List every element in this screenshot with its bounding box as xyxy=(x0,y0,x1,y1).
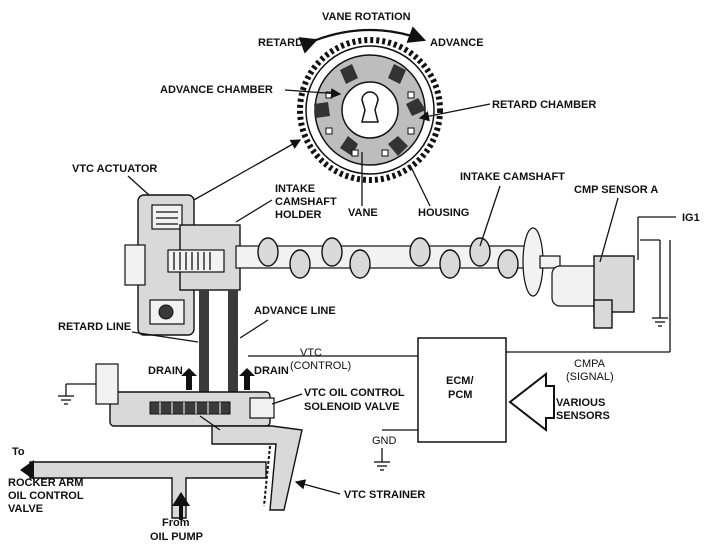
solenoid-label-1: VTC OIL CONTROL xyxy=(304,387,405,399)
ground-symbol-ecm xyxy=(374,461,390,471)
vtc-sprocket xyxy=(297,37,443,183)
vtc-control-sub-label: (CONTROL) xyxy=(290,360,351,372)
rocker-label-1: To xyxy=(12,446,25,458)
gnd-label: GND xyxy=(372,435,397,447)
ecm-label: ECM/ xyxy=(446,375,474,387)
cmpa-signal-label: (SIGNAL) xyxy=(566,371,614,383)
retard-chamber-label: RETARD CHAMBER xyxy=(492,99,596,111)
various-sensors-label-1: VARIOUS xyxy=(556,397,605,409)
various-sensors-label-2: SENSORS xyxy=(556,410,610,422)
ig1-label: IG1 xyxy=(682,212,700,224)
oil-pump-arrow xyxy=(172,492,190,520)
ecm-pcm-box xyxy=(417,337,507,443)
vtc-oil-control-solenoid-valve xyxy=(95,363,275,427)
rocker-label-3: OIL CONTROL xyxy=(8,490,84,502)
pcm-label: PCM xyxy=(448,389,472,401)
oil-pump-label-2: OIL PUMP xyxy=(150,531,203,543)
vtc-strainer-label: VTC STRAINER xyxy=(344,489,425,501)
intake-camshaft-label: INTAKE CAMSHAFT xyxy=(460,171,565,183)
advance-label: ADVANCE xyxy=(430,37,484,49)
oil-pump-passage xyxy=(29,461,267,519)
rocker-label-2b: ROCKER ARM xyxy=(8,477,83,489)
cmp-sensor-a-label: CMP SENSOR A xyxy=(574,184,658,196)
housing-label: HOUSING xyxy=(418,207,469,219)
rocker-arm-arrow xyxy=(20,460,34,480)
vane-rotation-label: VANE ROTATION xyxy=(322,11,411,23)
drain-right-label: DRAIN xyxy=(254,365,289,377)
vane-label: VANE xyxy=(348,207,378,219)
intake-camshaft-holder-label-3: HOLDER xyxy=(275,209,322,221)
ground-symbol-cmp xyxy=(652,317,668,327)
vtc-actuator-label: VTC ACTUATOR xyxy=(72,163,157,175)
oil-lines xyxy=(199,290,238,402)
cmpa-label: CMPA xyxy=(574,358,606,370)
retard-line-label: RETARD LINE xyxy=(58,321,131,333)
drain-left-arrow xyxy=(181,368,197,390)
intake-camshaft xyxy=(235,227,561,297)
advance-chamber-label: ADVANCE CHAMBER xyxy=(160,84,273,96)
various-sensors-arrow xyxy=(508,371,555,433)
rocker-label-4: VALVE xyxy=(8,503,43,515)
vtc-strainer xyxy=(211,425,303,511)
ground-symbol-solenoid xyxy=(58,395,74,405)
drain-right-arrow xyxy=(239,368,255,390)
intake-camshaft-holder-label-1: INTAKE xyxy=(275,183,315,195)
intake-camshaft-holder-label-2: CAMSHAFT xyxy=(275,196,337,208)
solenoid-label-2: SOLENOID VALVE xyxy=(304,401,400,413)
drain-left-label: DRAIN xyxy=(148,365,183,377)
vane-rotation-arrow xyxy=(298,26,427,54)
vtc-actuator-body xyxy=(124,194,241,336)
advance-line-label: ADVANCE LINE xyxy=(254,305,336,317)
cmp-sensor-a xyxy=(551,255,635,329)
oil-pump-label-1: From xyxy=(162,517,190,529)
vtc-control-label: VTC xyxy=(300,347,322,359)
retard-label: RETARD xyxy=(258,37,303,49)
